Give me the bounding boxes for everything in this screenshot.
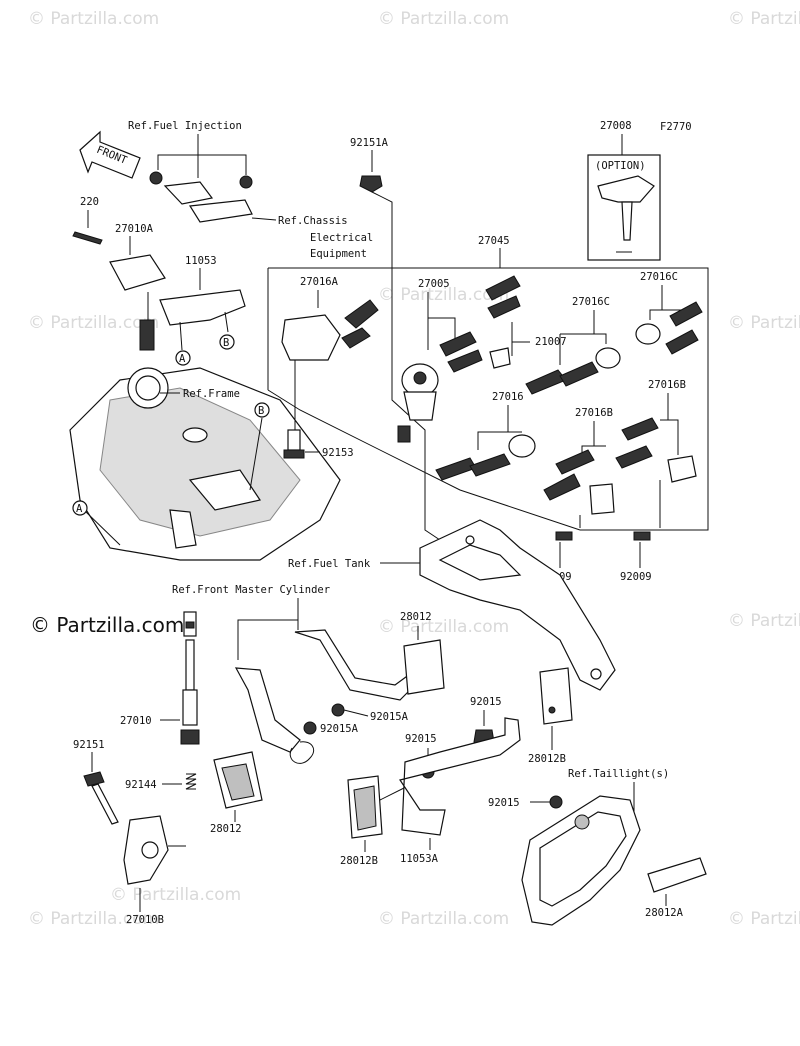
part-27016C-1: 27016C [572, 296, 610, 308]
part-27010: 27010 [120, 715, 152, 727]
ref-taillight: Ref.Taillight(s) [568, 768, 669, 780]
rear-group: 92015 28012B 92015 11053A 28012B Ref.Tai… [340, 667, 707, 926]
ref-chassis-line1: Ref.Chassis [278, 215, 348, 227]
part-11053: 11053 [185, 255, 217, 267]
ref-front-master: Ref.Front Master Cylinder [172, 584, 330, 596]
ref-frame: Ref.Frame [183, 388, 240, 400]
part-92151A: 92151A [350, 137, 389, 149]
marker-a-frame: A [76, 503, 83, 515]
part-21007: 21007 [535, 336, 567, 348]
part-28012-bot: 28012 [210, 823, 242, 835]
part-92015-2: 92015 [405, 733, 437, 745]
part-27016: 27016 [492, 391, 524, 403]
part-27016B-2: 27016B [575, 407, 613, 419]
part-27008: 27008 [600, 120, 632, 132]
watermarks: © Partzilla.com © Partzilla.com © Partzi… [28, 9, 800, 929]
marker-a: A [179, 353, 186, 365]
watermark: © Partzilla.com [378, 9, 509, 29]
part-92015A-1: 92015A [370, 711, 409, 723]
watermark: © Partzilla.com [378, 617, 509, 637]
switch-group: 27010 92144 92151 27010B [73, 611, 200, 926]
watermark-main: © Partzilla.com [30, 613, 184, 637]
front-arrow: FRONT [79, 130, 141, 179]
watermark: © Partzilla.com [28, 909, 159, 929]
part-92015A-2: 92015A [320, 723, 359, 735]
watermark: © Partzilla.com [378, 285, 509, 305]
ref-fuel-tank: Ref.Fuel Tank [288, 558, 371, 570]
ref-chassis-line2: Electrical [310, 232, 373, 244]
watermark: © Partzilla.com [728, 611, 800, 631]
watermark: © Partzilla.com [378, 909, 509, 929]
part-27010A: 27010A [115, 223, 154, 235]
part-92009-2: 92009 [620, 571, 652, 583]
bracket-group: Ref.Fuel Tank [288, 519, 616, 691]
part-27016B-1: 27016B [648, 379, 686, 391]
watermark: © Partzilla.com [728, 313, 800, 333]
part-220: 220 [80, 196, 99, 208]
part-92015-1: 92015 [470, 696, 502, 708]
part-92151: 92151 [73, 739, 105, 751]
marker-b: B [223, 337, 229, 349]
part-92153: 92153 [322, 447, 354, 459]
watermark: © Partzilla.com [28, 313, 159, 333]
part-27016C-2: 27016C [640, 271, 678, 283]
part-92144: 92144 [125, 779, 157, 791]
watermark: © Partzilla.com [28, 9, 159, 29]
part-28012B-1: 28012B [528, 753, 566, 765]
fuel-injection-group: Ref.Fuel Injection Ref.Chassis Electrica… [72, 120, 373, 366]
part-28012B-2: 28012B [340, 855, 378, 867]
part-27045: 27045 [478, 235, 510, 247]
part-27016A: 27016A [300, 276, 339, 288]
part-11053A: 11053A [400, 853, 439, 865]
figure-code: F2770 [660, 121, 692, 133]
part-27005: 27005 [418, 278, 450, 290]
watermark: © Partzilla.com [728, 9, 800, 29]
part-27010B: 27010B [126, 914, 164, 926]
ref-chassis-line3: Equipment [310, 248, 367, 260]
ref-fuel-injection: Ref.Fuel Injection [128, 120, 242, 132]
part-28012-top: 28012 [400, 611, 432, 623]
part-92015-3: 92015 [488, 797, 520, 809]
ignition-box-group: 92151A 27045 27016A 92153 27005 21007 [267, 137, 709, 583]
option-label: (OPTION) [595, 160, 646, 172]
watermark: © Partzilla.com [110, 885, 241, 905]
marker-b-frame: B [258, 405, 264, 417]
front-master-group: Ref.Front Master Cylinder 92015A 92015A … [172, 584, 445, 835]
option-key-group: 27008 (OPTION) [587, 120, 661, 261]
frame-group: Ref.Frame B A [69, 367, 341, 561]
watermark: © Partzilla.com [728, 909, 800, 929]
part-28012A: 28012A [645, 907, 684, 919]
